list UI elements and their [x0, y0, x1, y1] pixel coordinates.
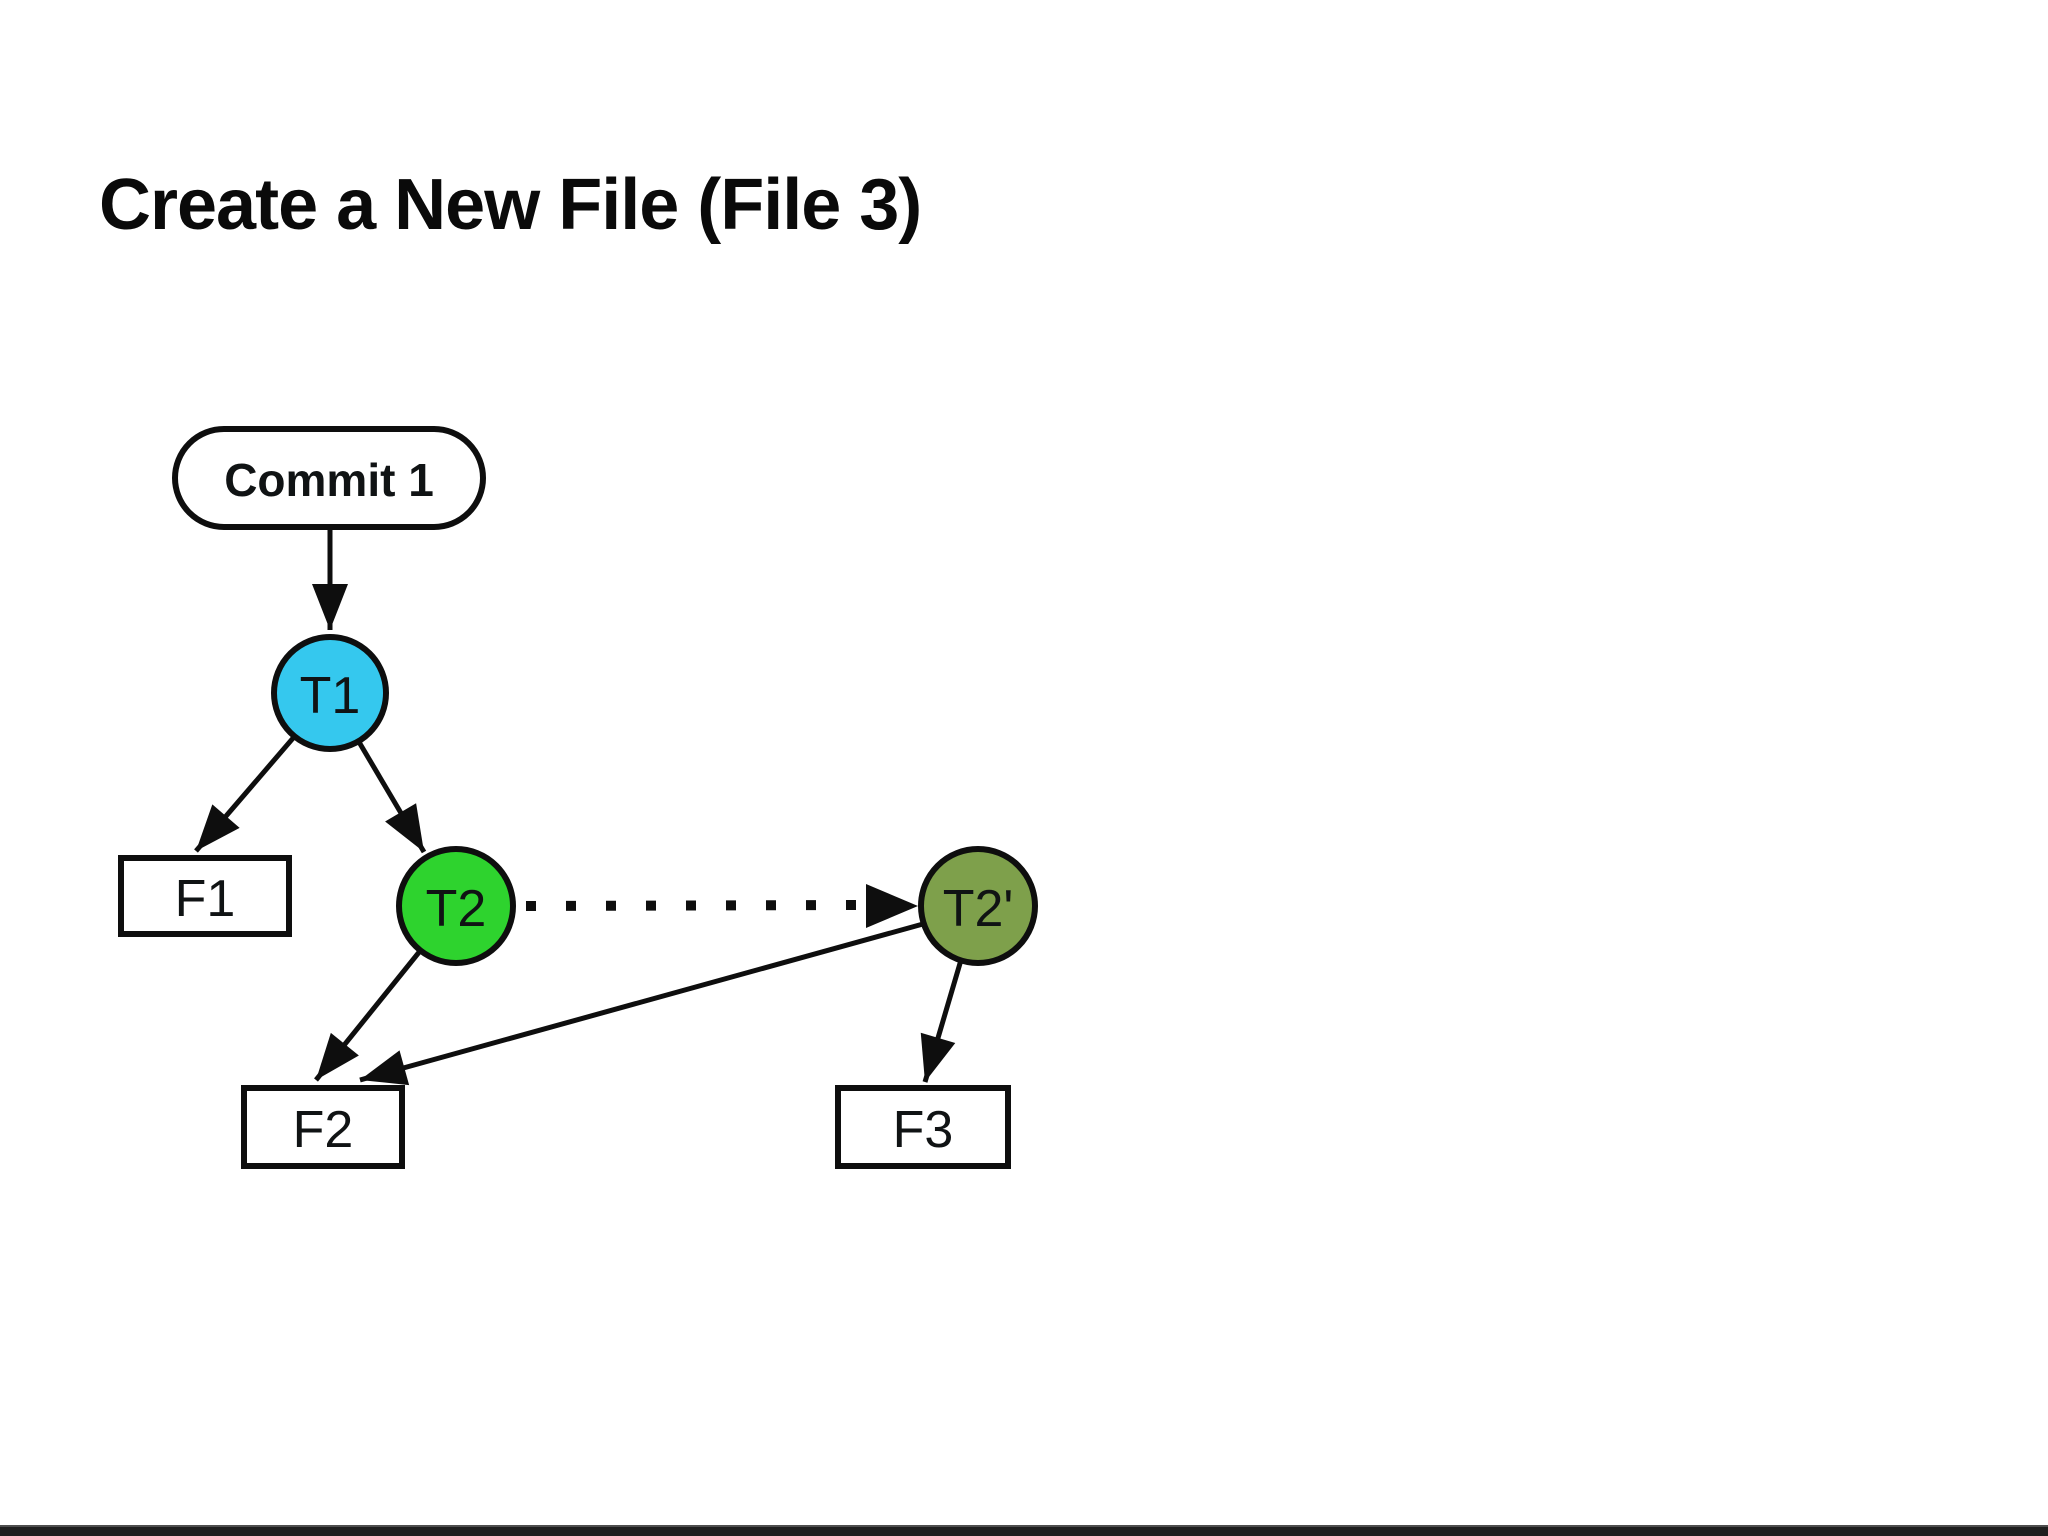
- node-f2: F2: [241, 1085, 405, 1169]
- t2-shape: [396, 846, 516, 966]
- f1-shape: [118, 855, 292, 937]
- commit-1-label: Commit 1: [224, 454, 434, 506]
- f2-label: F2: [293, 1101, 354, 1159]
- edge-t1-to-t2: [356, 740, 427, 854]
- f3-label: F3: [893, 1101, 954, 1159]
- f1-label: F1: [175, 870, 236, 928]
- t1-shape: [271, 634, 389, 752]
- dotted-edge-t2-to-t2prime: [525, 900, 861, 911]
- slide-title: Create a New File (File 3): [99, 165, 922, 245]
- node-t2prime: T2': [918, 846, 1038, 966]
- t2prime-shape: [918, 846, 1038, 966]
- f2-shape: [241, 1085, 405, 1169]
- t2prime-label: T2': [943, 880, 1014, 938]
- node-t1: T1: [271, 634, 389, 752]
- dotted-edge-arrowhead-icon: [866, 884, 918, 928]
- node-commit-1: Commit 1: [172, 426, 486, 530]
- t2-label: T2: [426, 880, 487, 938]
- bottom-edge-bar: [0, 1525, 2048, 1536]
- edge-t2prime-to-f2: [359, 921, 924, 1086]
- node-f1: F1: [118, 855, 292, 937]
- t1-label: T1: [300, 667, 361, 725]
- commit-1-shape: [172, 426, 486, 530]
- f3-shape: [835, 1085, 1011, 1169]
- edge-t2-to-f2: [314, 949, 422, 1082]
- node-t2: T2: [396, 846, 516, 966]
- node-f3: F3: [835, 1085, 1011, 1169]
- edge-t1-to-f1: [194, 735, 296, 853]
- edge-t2prime-to-f3: [920, 959, 964, 1083]
